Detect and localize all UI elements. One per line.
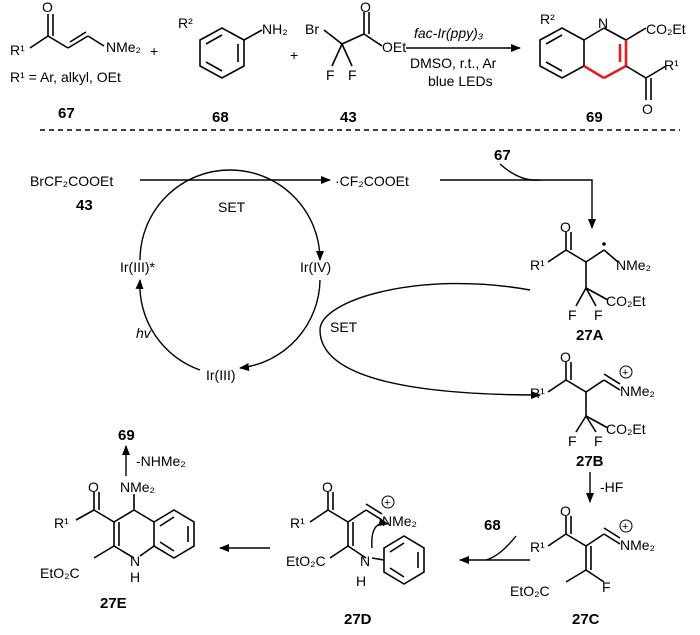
product-co2et: CO₂Et xyxy=(646,21,686,37)
reagent-43-structure xyxy=(323,12,383,67)
27A-co2et: CO₂Et xyxy=(606,293,646,309)
product-nitrogen: N xyxy=(598,15,608,31)
mech-minus-hf: -HF xyxy=(600,479,623,495)
27B-f2: F xyxy=(594,433,603,449)
mech-add-67: 67 xyxy=(494,147,511,164)
cycle-arc-left xyxy=(135,279,201,371)
intermediate-27A-structure xyxy=(547,232,619,307)
label-67: 67 xyxy=(58,105,75,122)
27B-r1: R¹ xyxy=(530,385,545,401)
reagent-43-br: Br xyxy=(305,21,319,37)
27D-eto2c: EtO₂C xyxy=(286,553,326,569)
reagent-67-structure xyxy=(29,14,105,49)
27D-nme2: NMe₂ xyxy=(382,513,417,529)
reagent-43-oet: OEt xyxy=(382,39,406,55)
27D-n: N xyxy=(360,553,370,569)
27C-nme2: NMe₂ xyxy=(620,537,655,553)
cycle-ir3: Ir(III) xyxy=(206,367,236,383)
condition-light: blue LEDs xyxy=(428,73,493,89)
reagent-43-f2: F xyxy=(348,67,357,83)
27E-nme2: NMe₂ xyxy=(120,479,155,495)
27C-charge-sign: + xyxy=(622,521,628,533)
27C-r1: R¹ xyxy=(530,539,545,555)
27C-oxygen: O xyxy=(560,503,571,519)
label-68: 68 xyxy=(212,109,229,126)
intermediate-27D-structure xyxy=(309,492,425,585)
mech-start-reagent: BrCF₂COOEt xyxy=(30,173,113,189)
r1-definition: R¹ = Ar, alkyl, OEt xyxy=(10,69,121,85)
reagent-43-f1: F xyxy=(326,67,335,83)
mech-arrow-to-27A xyxy=(440,179,596,229)
27D-r1: R¹ xyxy=(290,515,305,531)
27D-charge-sign: + xyxy=(384,497,390,509)
cycle-set-bottom: SET xyxy=(330,319,358,335)
27B-charge xyxy=(619,365,633,379)
27E-n: N xyxy=(130,553,140,569)
reagent-68-structure xyxy=(199,27,263,79)
27B-co2et: CO₂Et xyxy=(606,421,646,437)
condition-solvent: DMSO, r.t., Ar xyxy=(410,55,497,71)
label-27E: 27E xyxy=(100,595,127,612)
27B-charge-sign: + xyxy=(622,367,628,379)
intermediate-27B-structure xyxy=(547,362,621,433)
product-oxygen: O xyxy=(642,101,653,117)
label-69: 69 xyxy=(586,109,603,126)
27B-nme2: NMe₂ xyxy=(620,383,655,399)
cycle-ir3-star: Ir(III)* xyxy=(120,259,156,275)
27D-charge xyxy=(381,495,395,509)
27B-oxygen: O xyxy=(560,349,571,365)
plus-sign-2: + xyxy=(290,47,298,63)
27A-radical-dot xyxy=(602,242,606,246)
intermediate-27E-structure xyxy=(75,492,195,559)
27C-eto2c: EtO₂C xyxy=(510,583,550,599)
mech-add-67-curve xyxy=(499,163,541,181)
cycle-arc-right xyxy=(239,279,321,371)
reagent-43-oxygen: O xyxy=(360,0,371,15)
27A-nme2: NMe₂ xyxy=(616,257,651,273)
plus-sign-1: + xyxy=(150,43,158,59)
27E-h: H xyxy=(130,569,140,585)
27A-r1: R¹ xyxy=(530,257,545,273)
product-69-structure xyxy=(539,27,667,100)
27C-charge xyxy=(619,519,633,533)
27E-r1: R¹ xyxy=(54,515,69,531)
intermediate-27C-structure xyxy=(547,516,621,583)
reagent-67-oxygen: O xyxy=(42,0,53,15)
27D-attack-arrow xyxy=(371,518,389,549)
27D-h: H xyxy=(356,573,366,589)
mech-start-label: 43 xyxy=(76,197,93,214)
27C-f: F xyxy=(602,579,611,595)
label-27A: 27A xyxy=(576,327,604,344)
mech-radical: ·CF₂COOEt xyxy=(335,173,409,189)
cycle-arc-top xyxy=(139,169,324,261)
cycle-ir4: Ir(IV) xyxy=(300,259,331,275)
mech-product-69: 69 xyxy=(118,427,135,444)
27A-f2: F xyxy=(594,307,603,323)
27E-eto2c: EtO₂C xyxy=(40,565,80,581)
label-27B: 27B xyxy=(576,453,604,470)
mech-set-sweep xyxy=(319,282,541,399)
mech-add-68: 68 xyxy=(484,517,501,534)
cycle-hv: hv xyxy=(136,325,152,341)
27B-f1: F xyxy=(568,433,577,449)
mech-add-68-curve xyxy=(485,535,517,561)
27E-oxygen: O xyxy=(88,479,99,495)
27D-oxygen: O xyxy=(322,479,333,495)
mech-minus-nhme2: -NHMe₂ xyxy=(136,453,186,469)
reagent-68-nh2: NH₂ xyxy=(262,21,288,37)
condition-catalyst: fac-Ir(ppy)₃ xyxy=(414,25,484,41)
product-r2: R² xyxy=(540,11,555,27)
reagent-68-r2: R² xyxy=(178,15,193,31)
reagent-67-nme2: NMe₂ xyxy=(106,39,141,55)
label-27D: 27D xyxy=(344,611,372,628)
label-43: 43 xyxy=(340,109,357,126)
product-r1: R¹ xyxy=(664,57,679,73)
label-27C: 27C xyxy=(572,611,600,628)
27A-oxygen: O xyxy=(560,219,571,235)
reagent-67-r1: R¹ xyxy=(10,42,25,58)
27A-f1: F xyxy=(568,307,577,323)
cycle-set-top: SET xyxy=(218,199,246,215)
